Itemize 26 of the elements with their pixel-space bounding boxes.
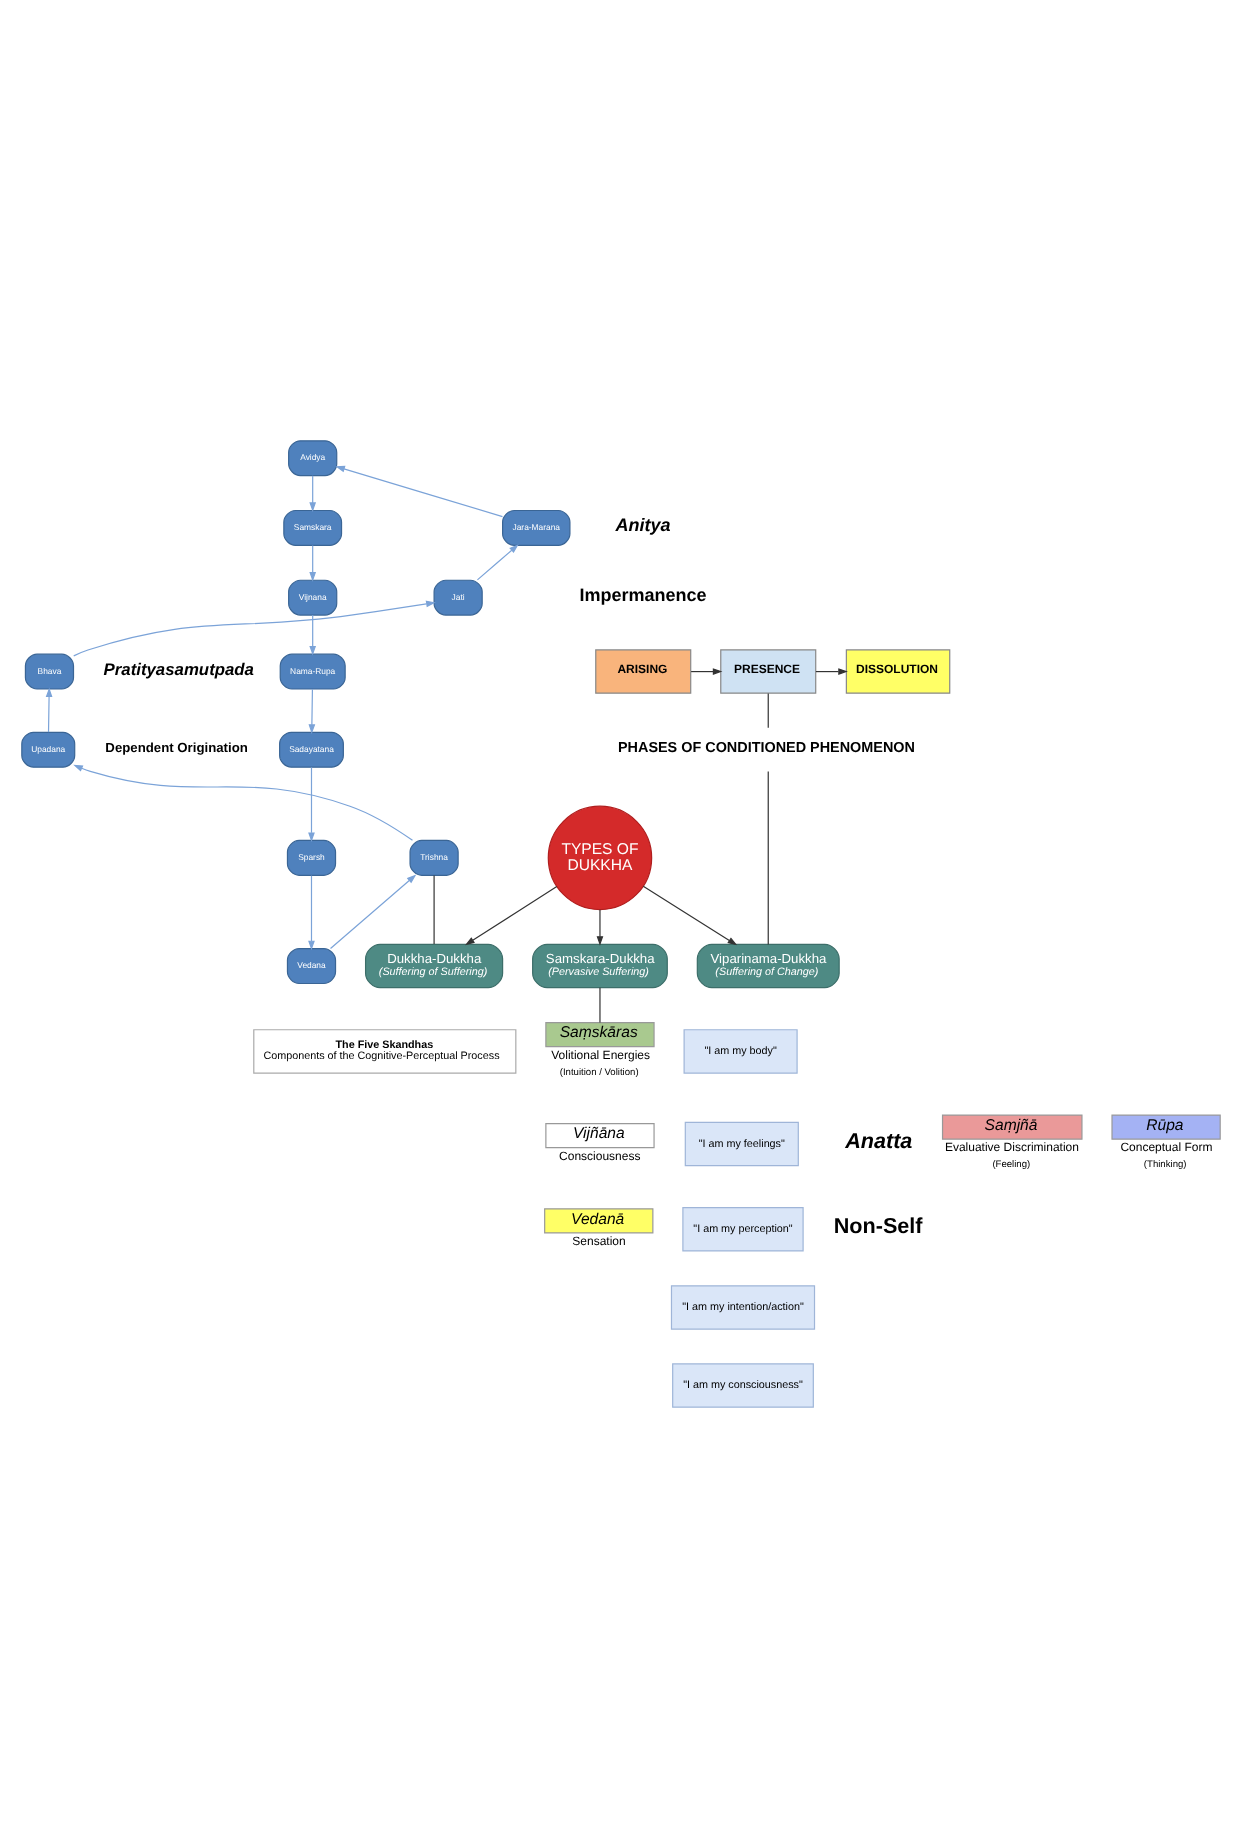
arrow [690,668,723,675]
arrow [476,544,519,581]
arrow [642,885,738,946]
arrow [309,475,317,512]
arrow [815,668,848,675]
connector [767,770,769,945]
arrow [465,886,558,946]
arrow [335,465,504,518]
arrow [308,766,315,843]
arrow [73,764,414,841]
label: Anitya [615,514,671,535]
arrow [73,600,436,657]
label: Non-Self [833,1215,923,1240]
arrow [329,874,417,950]
arrow [309,544,317,582]
arrow [308,688,316,734]
arrow [45,687,53,733]
connector [599,987,601,1024]
label: Pratityasamutpada [103,658,254,679]
arrow [308,875,315,951]
connector [433,875,435,945]
label: Impermanence [579,584,707,605]
label: Anatta [845,1130,913,1155]
arrow [309,614,317,656]
connector [767,692,769,729]
arrow [596,909,604,946]
